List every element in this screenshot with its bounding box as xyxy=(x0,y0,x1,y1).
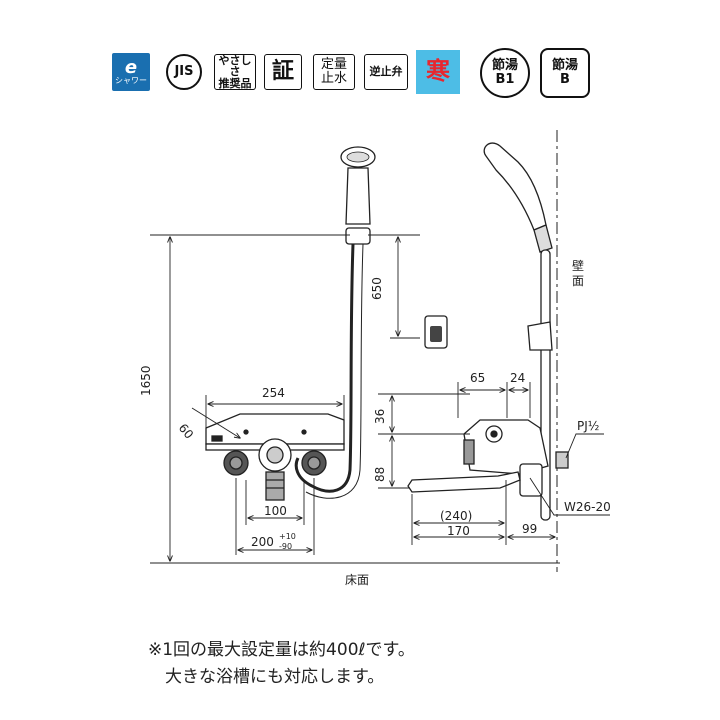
dim-height-36: 36 xyxy=(373,409,387,424)
holder-front xyxy=(424,315,448,349)
dim-total-height: 1650 xyxy=(139,365,153,396)
floor-label: 床面 xyxy=(345,573,369,587)
fixed-stop-line2: 止水 xyxy=(320,71,347,86)
note-line-2: 大きな浴槽にも対応します。 xyxy=(165,667,385,687)
eco-shower-badge: e シャワー xyxy=(112,53,150,91)
mixer-body-side xyxy=(463,419,569,497)
certified-label: 証 xyxy=(271,59,294,85)
dim-pitch-tol-plus: +10 xyxy=(279,532,296,541)
cold-region-label: 寒 xyxy=(426,57,450,86)
wall-label-1: 壁 xyxy=(572,258,584,273)
certified-badge: 証 xyxy=(264,54,302,90)
capacity-note: ※1回の最大設定量は約400ℓです。 大きな浴槽にも対応します。 xyxy=(148,637,415,691)
dim-center-width: 100 xyxy=(264,504,287,518)
note-line-1: ※1回の最大設定量は約400ℓです。 xyxy=(148,640,415,660)
side-view xyxy=(407,130,569,572)
dim-pitch: 200 xyxy=(251,535,274,549)
dim-angle: 60 xyxy=(176,421,197,442)
water-saving-b1-badge: 節湯 B1 xyxy=(480,48,530,98)
dim-pitch-tol-minus: -90 xyxy=(279,542,292,551)
shower-head-side xyxy=(483,142,553,253)
check-valve-label: 逆止弁 xyxy=(369,65,403,79)
dim-wall-99: 99 xyxy=(522,522,537,536)
dim-spout-170: 170 xyxy=(447,524,470,538)
pj-label: PJ½ xyxy=(577,419,599,433)
water-saving-b-line1: 節湯 xyxy=(551,58,578,74)
eco-shower-mark: e xyxy=(124,56,138,78)
jis-label: JIS xyxy=(174,64,194,80)
dim-spout-240: (240) xyxy=(440,509,472,523)
dim-body-width: 254 xyxy=(262,386,285,400)
fixed-stop-badge: 定量 止水 xyxy=(313,54,355,90)
dim-depth-65: 65 xyxy=(470,371,485,385)
dim-depth-24: 24 xyxy=(510,371,525,385)
dim-height-88: 88 xyxy=(373,467,387,482)
fixed-stop-line1: 定量 xyxy=(320,57,347,73)
jis-badge: JIS xyxy=(166,54,202,90)
water-saving-b-badge: 節湯 B xyxy=(540,48,590,98)
check-valve-badge: 逆止弁 xyxy=(364,54,408,90)
yasashisa-badge: やさしさ 推奨品 xyxy=(214,54,256,90)
front-dimension-lines xyxy=(150,234,560,564)
eco-shower-label: シャワー xyxy=(115,75,147,85)
front-view xyxy=(205,146,448,501)
shower-hose-front xyxy=(294,243,355,493)
yasashisa-line1: やさしさ xyxy=(218,53,252,79)
dim-holder-height: 650 xyxy=(370,277,384,300)
water-saving-b-line2: B xyxy=(560,72,570,87)
yasashisa-line2: 推奨品 xyxy=(218,76,252,90)
side-dimension-lines xyxy=(378,382,610,545)
spout-side xyxy=(407,471,521,493)
mixer-body-front xyxy=(205,413,345,501)
certification-badges: e シャワー JIS やさしさ 推奨品 証 定量 止水 逆止弁 寒 節湯 B1 … xyxy=(112,48,592,98)
w-label: W26-20 xyxy=(564,500,611,514)
shower-head-front xyxy=(340,146,376,245)
cold-region-badge: 寒 xyxy=(416,50,460,94)
water-saving-b1-line1: 節湯 xyxy=(491,58,518,74)
water-saving-b1-line2: B1 xyxy=(495,72,515,87)
wall-label-2: 面 xyxy=(572,274,584,288)
